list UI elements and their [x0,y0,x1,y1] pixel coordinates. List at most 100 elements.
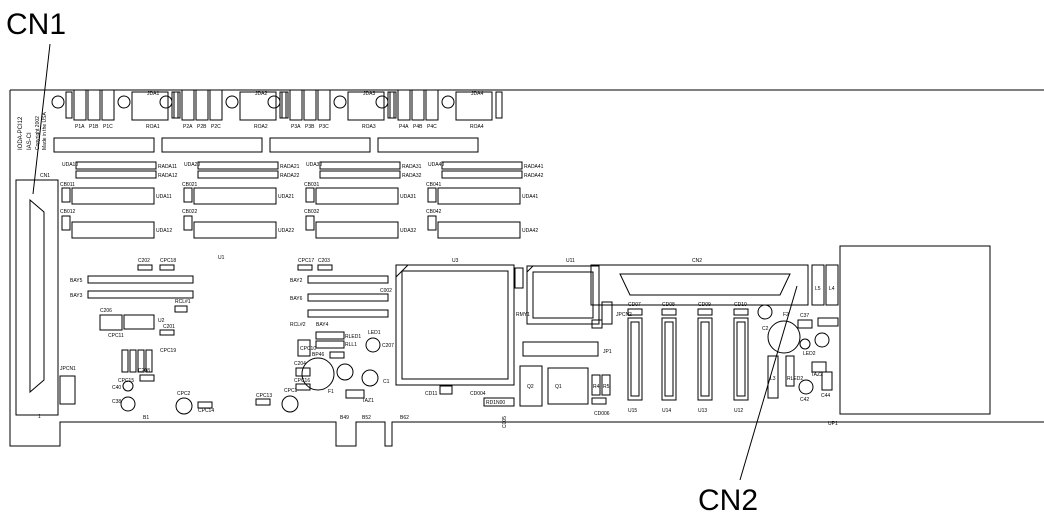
section-uda2-label: UDA12 [156,228,172,234]
section-rada2-label: RADA42 [524,173,544,179]
section-p-label: P4A [399,124,409,130]
cd11-label: CD11 [425,391,438,397]
section-cap-icon [441,95,455,109]
socket-inner [736,321,746,397]
section-p-jumper [317,89,331,121]
callout-cn1-leader [32,43,51,195]
section-uda2-chip [193,221,277,239]
section-rada2-array [441,170,523,179]
section-uda1-chip [315,187,399,205]
section-p-label: P2B [197,124,207,130]
socket-cap [697,308,713,316]
section-jda-label: JDA2 [255,91,267,97]
section-cb-cap [61,187,71,203]
section-cap-icon [51,95,65,109]
section-uda0-label: UDA10 [62,162,78,168]
section-uda0-label: UDA30 [306,162,322,168]
socket-body [627,317,643,401]
section-uda1-label: UDA21 [278,194,294,200]
section-rada1-label: RADA11 [158,164,177,170]
section-res [65,91,73,119]
cn2-board-label: CN2 [692,258,702,264]
u1-region: U1 C202 CPC18 BAY5 BAY3 RCL#1 C206 U2 C2… [70,255,299,421]
section-bus-bar [161,137,263,153]
callout-cn2-label: CN2 [698,484,759,517]
section-rada2-array [319,170,401,179]
cpc14-label: CPC14 [198,408,214,414]
callout-cn1-label: CN1 [6,8,67,41]
section-cap-icon [333,95,347,109]
section-rada1-label: RADA31 [402,164,422,170]
u11-chip: U11 RMY1 [516,258,603,329]
rled1-label: RLED1 [345,334,361,340]
section-rada1-label: RADA41 [524,164,544,170]
section-cap-icon [267,95,281,109]
board-title: IODA-PCI12 IAS-CI Copyright 2002 Made in… [18,112,48,150]
section-uda2-label: UDA42 [522,228,538,234]
section-uda1-label: UDA11 [156,194,172,200]
section-bus-bar [377,137,479,153]
socket-inner [664,321,674,397]
section-p-jumper [397,89,411,121]
b1-label: B1 [143,415,149,421]
section-uda2-chip [437,221,521,239]
jpcn1-label: JPCN1 [60,366,76,372]
section-p-jumper [289,89,303,121]
section-p-jumper [411,89,425,121]
rmy1-label: RMY1 [516,312,530,318]
section-rada2-label: RADA22 [280,173,300,179]
section-p-jumper [195,89,209,121]
rcl1-label: RCL#1 [175,299,191,305]
section-p-jumper [101,89,115,121]
section-uda1-label: UDA41 [522,194,538,200]
section-cb-cap [427,187,437,203]
cpc2-label: CPC2 [177,391,191,397]
section-cb-label: CB012 [60,209,76,215]
socket-cap-label: CD08 [662,302,675,308]
section-uda1-label: UDA31 [400,194,416,200]
r4-label: R4 [593,384,600,390]
c44-label: C44 [821,393,830,399]
section-p-jumper [425,89,439,121]
socket-cap [733,308,749,316]
q1-label: Q1 [555,384,562,390]
c37-label: C37 [800,313,809,319]
f1-label: F1 [328,389,334,395]
jpcn1-jumper: JPCN1 [59,366,76,405]
section-p-jumper [87,89,101,121]
section-cb-label: CB031 [304,182,320,188]
socket-body [661,317,677,401]
section-jda-label: JDA1 [147,91,159,97]
section-p-label: P3A [291,124,301,130]
section-cb-cap [183,215,193,231]
section-cb-cap [305,187,315,203]
cpc19-label: CPC19 [160,348,176,354]
bay3-label: BAY3 [70,293,83,299]
cd004-label: CD004 [470,391,486,397]
section-p-jumper [303,89,317,121]
socket-body [733,317,749,401]
c1-label: C1 [383,379,390,385]
section-res [495,91,503,119]
rll1-label: RLL1 [345,342,357,348]
section-rada1-array [441,161,523,170]
socket-cap [627,308,643,316]
cn1-connector: CN1 1 [15,173,59,420]
c002-label: C002 [380,288,392,294]
section-cb-cap [183,187,193,203]
section-cb-label: CB011 [60,182,75,188]
socket-cap-label: CD10 [734,302,747,308]
section-uda0-label: UDA40 [428,162,444,168]
rcl2-label: RCL#2 [290,322,306,328]
c38-label: C38 [112,399,121,405]
cpc13-label: CPC13 [256,393,272,399]
section-rada2-array [75,170,157,179]
socket-cap [661,308,677,316]
section-res [279,91,287,119]
c201-label: C201 [163,324,175,330]
cpc1-label: CPC1 [284,388,298,394]
